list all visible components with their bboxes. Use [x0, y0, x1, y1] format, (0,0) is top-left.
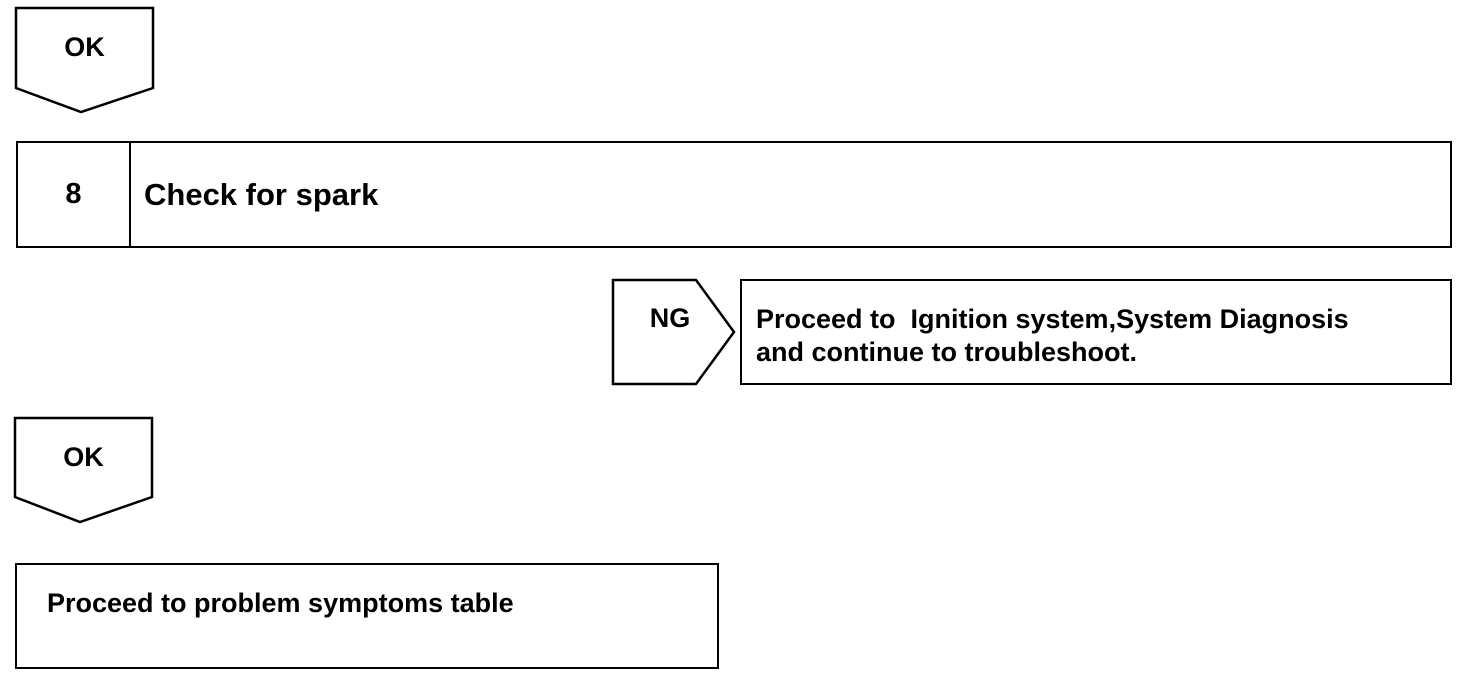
ng-result-line-2: and continue to troubleshoot. [756, 337, 1137, 367]
ok-tag-bottom [13, 416, 154, 524]
step-box: 8 Check for spark [16, 141, 1452, 248]
ng-result-line-1: Proceed to Ignition system,System Diagno… [756, 304, 1349, 334]
final-result-box: Proceed to problem symptoms table [15, 563, 719, 669]
ng-result-box: Proceed to Ignition system,System Diagno… [740, 279, 1452, 385]
ng-result-text: Proceed to Ignition system,System Diagno… [756, 303, 1446, 369]
ng-tag-label: NG [649, 303, 691, 333]
ng-tag [611, 278, 736, 386]
ok-tag-top-label: OK [64, 32, 105, 62]
final-result-text: Proceed to problem symptoms table [47, 588, 514, 618]
step-number: 8 [18, 143, 131, 246]
ok-tag-top [14, 6, 155, 114]
step-title: Check for spark [144, 176, 379, 212]
ok-tag-bottom-label: OK [63, 442, 104, 472]
